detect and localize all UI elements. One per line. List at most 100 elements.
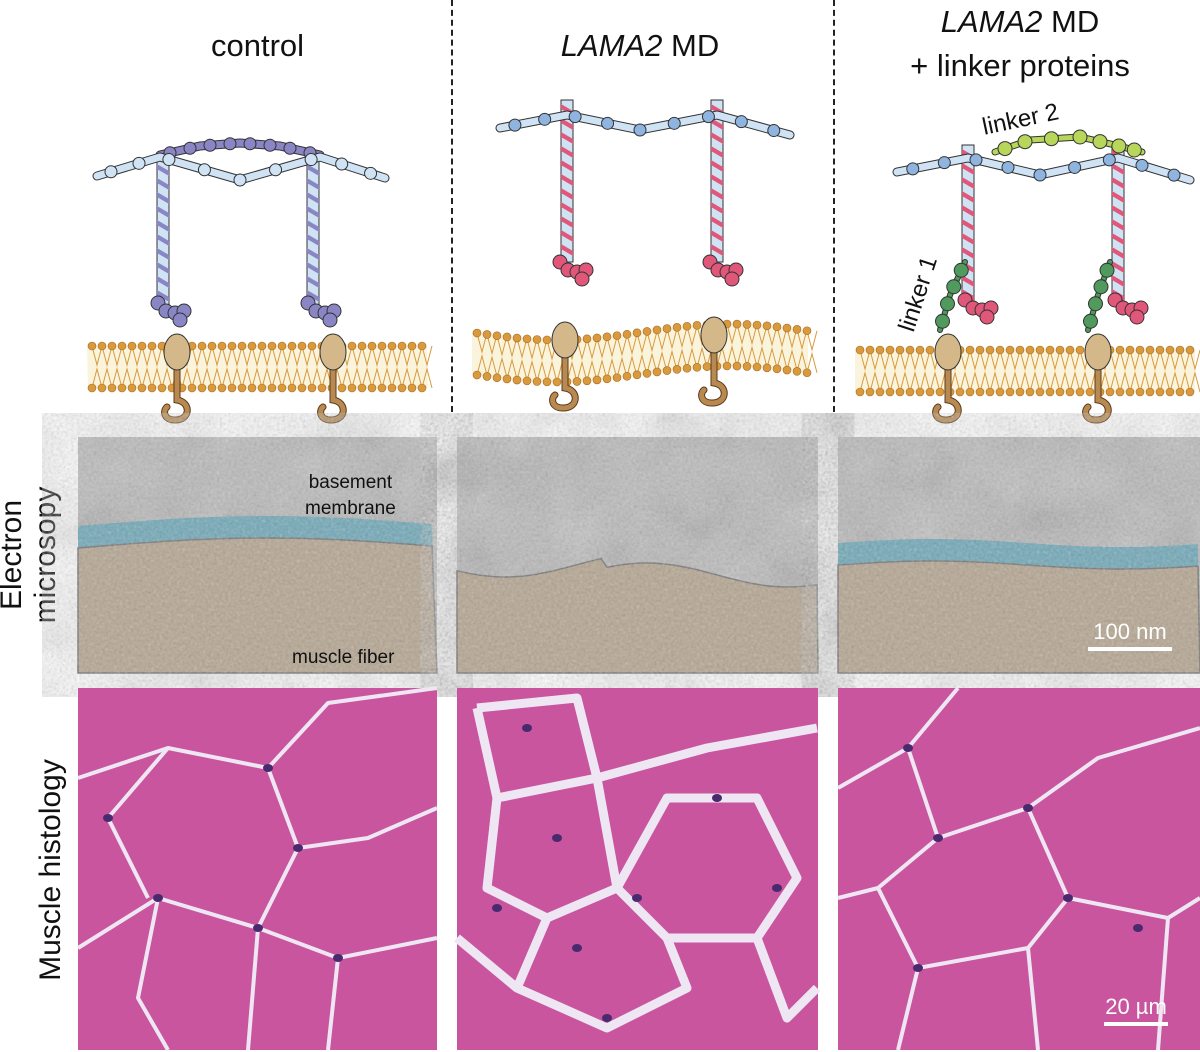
lipid-head [772,364,782,374]
nucleus [1063,894,1073,902]
title-line2: + linker proteins [910,48,1130,83]
lipid-head [722,361,732,371]
lg-domain [322,312,338,328]
lg-domain [979,309,995,325]
column-divider [833,0,835,412]
nucleus [522,724,532,732]
lipid-head [965,345,975,355]
lipid-head [407,383,417,393]
column-title-control: control [210,28,305,63]
nucleus [903,744,913,752]
lipid-head [925,345,935,355]
globular-domain [1093,279,1109,295]
lipid-head [865,387,875,397]
fiber-boundary [266,767,438,850]
coil-stripe [157,220,169,232]
lipid-head [1135,345,1145,355]
lipid-head [1045,387,1055,397]
coil-stripe [307,290,319,302]
coil-stripe [1112,205,1124,217]
globular-domain [538,112,552,126]
globular-domain [1083,313,1098,329]
lipid-head [875,387,885,397]
lipid-head [1025,387,1035,397]
fiber-boundary [246,927,260,1051]
nucleus [572,944,582,952]
lipid-head [337,383,347,393]
scale-text: 100 nm [1093,619,1167,644]
nucleus [632,894,642,902]
lg-domain [1129,309,1145,325]
lipid-head [662,324,672,333]
lipid-head [885,387,895,397]
lg-domain [172,312,188,328]
coil-stripe [962,247,974,259]
em-image [837,437,1200,674]
lipid-head [297,383,307,393]
coil-stripe [561,188,573,200]
coil-stripe [307,234,319,246]
nucleus [153,894,163,902]
globular-domain [1092,134,1108,150]
globular-domain [223,137,237,151]
globular-domain [997,141,1013,157]
lipid-head [157,383,167,393]
muscle-fiber-label: muscle fiber [292,647,395,668]
lipid-head [1075,387,1085,397]
lipid-head [855,345,865,355]
lipid-head [87,383,97,393]
globular-domain [1135,158,1149,172]
coil-stripe [307,164,319,176]
coil-stripe [962,275,974,287]
fiber-boundary [1026,947,1040,1051]
lipid-head [1145,345,1155,355]
coil-stripe [1112,219,1124,231]
lipid-head [117,341,127,351]
histology-image [454,688,821,1050]
fiber-boundary [937,726,1200,840]
coil-stripe [157,248,169,260]
coil-stripe [307,248,319,260]
globular-domain [364,166,378,180]
lipid-head [682,363,692,373]
lipid-head [407,341,417,351]
lipid-head [147,341,157,351]
lipid-head [127,341,137,351]
lipid-head [1175,345,1185,355]
lipid-head [955,387,965,397]
globular-domain [1068,160,1082,174]
coil-stripe [1112,177,1124,189]
coil-stripe [157,234,169,246]
lipid-head [692,321,702,330]
lipid-head [985,345,995,355]
receptor-head [551,321,579,359]
globular-domain [1111,138,1127,154]
lipid-tails [91,345,433,389]
fiber-boundary [1026,807,1200,920]
globular-domain [104,165,118,179]
coil-stripe [561,118,573,130]
lipid-head [542,377,552,387]
globular-domain [1043,131,1059,147]
dystroglycan-receptor [161,333,191,424]
globular-domain [935,313,950,329]
lipid-head [895,345,905,355]
scale-text: 20 µm [1105,994,1167,1019]
lipid-head [247,341,257,351]
coil-stripe [561,216,573,228]
title-rest: MD [1042,4,1100,39]
lipid-head [367,383,377,393]
lipid-head [107,383,117,393]
lipid-head [347,383,357,393]
coil-stripe [307,262,319,274]
coil-stripe [561,160,573,172]
lipid-head [792,325,802,334]
nucleus [712,794,722,802]
lipid-head [417,341,427,351]
lipid-head [317,383,327,393]
globular-domain [197,163,211,177]
coil-stripe [307,192,319,204]
lipid-head [1185,345,1195,355]
fiber-boundary [1156,917,1170,1051]
lipid-head [732,361,742,371]
